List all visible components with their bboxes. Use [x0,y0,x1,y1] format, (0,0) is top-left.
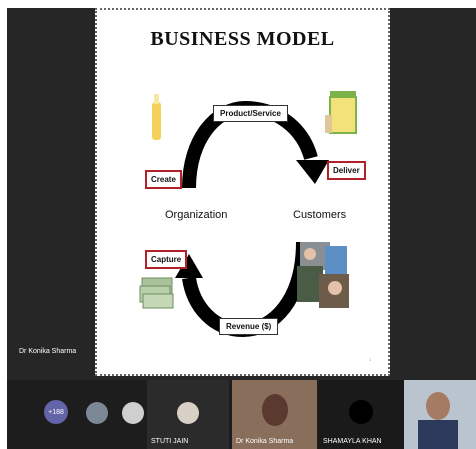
create-label: Create [145,170,182,189]
organization-label: Organization [165,209,228,221]
participant-strip: STUTI JAIN Dr Konika Sharma SHAMAYLA KHA… [7,380,476,449]
participant-tile-konika[interactable]: Dr Konika Sharma [232,380,317,449]
participant-tile-video[interactable] [404,380,476,449]
participant-torso [418,420,458,449]
participant-name: SHAMAYLA KHAN [323,438,382,445]
participant-avatar[interactable] [122,402,144,424]
money-icon [139,277,174,309]
lemonade-stand-icon [325,91,357,134]
bottom-cycle-arrow [182,241,310,338]
avatar [349,400,373,424]
shared-slide: BUSINESS MODEL [95,8,390,376]
participant-name: STUTI JAIN [151,438,189,445]
svg-text:1: 1 [369,357,372,362]
deliver-label: Deliver [327,161,366,180]
capture-label: Capture [145,250,188,269]
customers-label: Customers [293,209,347,221]
avatar [426,392,450,420]
avatar [262,394,288,426]
presenter-name: Dr Konika Sharma [19,348,77,355]
slide-title: BUSINESS MODEL [150,28,335,50]
drink-glass-icon [152,94,161,140]
top-arrow-head [296,160,329,184]
more-participants-badge[interactable]: +188 [44,400,68,424]
participant-name: Dr Konika Sharma [236,438,294,445]
screen-share-stage: BUSINESS MODEL [7,8,476,380]
meeting-window: BUSINESS MODEL [7,8,476,449]
participant-tile-stuti[interactable]: STUTI JAIN [147,380,229,449]
revenue-label: Revenue ($) [219,318,279,335]
product-service-label: Product/Service [213,105,288,122]
avatar [177,402,199,424]
bottom-arrow-head [175,254,203,278]
customers-photo-collage [297,242,349,308]
participant-tile-shamayla[interactable]: SHAMAYLA KHAN [319,380,405,449]
participant-avatar[interactable] [86,402,108,424]
